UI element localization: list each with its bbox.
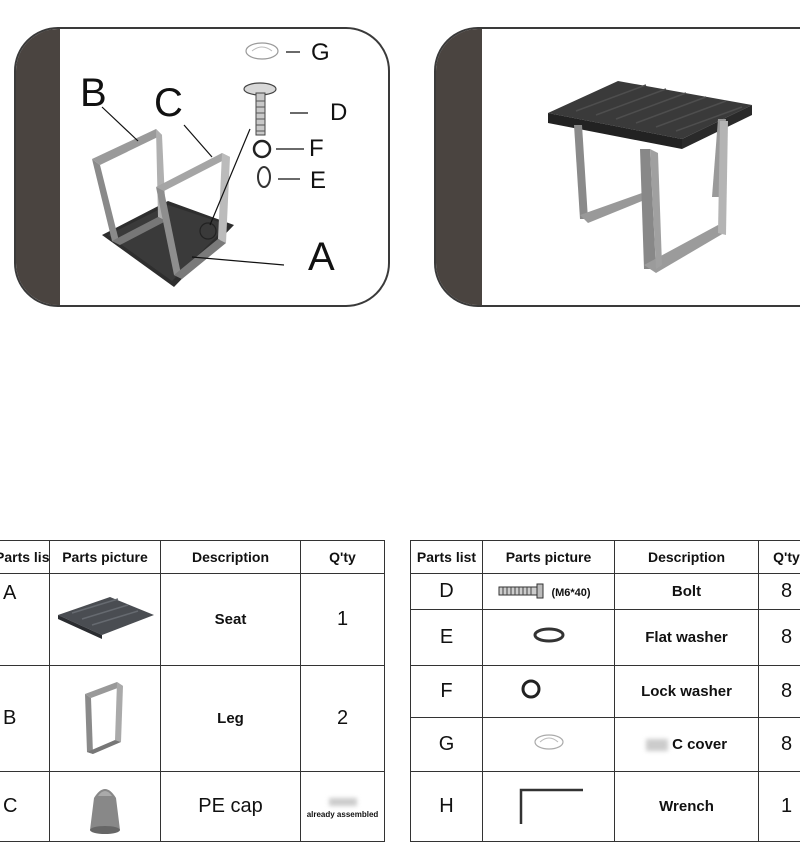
- part-description: Lock washer: [615, 666, 759, 718]
- part-description: Leg: [161, 666, 301, 772]
- seat-thumbnail: [50, 585, 160, 649]
- header-description: Description: [615, 541, 759, 574]
- part-letter: B: [0, 666, 50, 772]
- part-qty: 8: [759, 718, 800, 772]
- cover-icon: [532, 732, 566, 752]
- part-description: Seat: [161, 574, 301, 666]
- header-qty: Q'ty: [759, 541, 800, 574]
- header-qty: Q'ty: [301, 541, 385, 574]
- assembled-view-panel: [434, 27, 800, 307]
- part-qty: 8: [759, 610, 800, 666]
- table-header-row: Parts list Parts picture Description Q't…: [0, 541, 800, 574]
- flat-washer-icon: [532, 626, 566, 644]
- part-letter: G: [411, 718, 483, 772]
- table-spacer: [385, 541, 411, 574]
- part-picture-bolt: (M6*40): [483, 574, 615, 610]
- lock-washer-part: [254, 141, 270, 157]
- leg-thumbnail: [75, 674, 135, 758]
- assembled-note: already assembled: [301, 811, 384, 820]
- cover-part: [246, 43, 278, 59]
- part-picture-flat-washer: [483, 610, 615, 666]
- exploded-diagram-panel: G D F E B C A: [14, 27, 390, 307]
- header-description: Description: [161, 541, 301, 574]
- header-parts-picture: Parts picture: [483, 541, 615, 574]
- part-letter: F: [411, 666, 483, 718]
- callout-g: G: [311, 41, 330, 65]
- part-description-text: C cover: [672, 736, 727, 753]
- leg-b-top: [92, 129, 162, 165]
- callout-f: F: [309, 137, 324, 161]
- callout-d: D: [330, 101, 347, 125]
- callout-b: B: [80, 73, 107, 113]
- part-qty: already assembled: [301, 772, 385, 842]
- table-spacer: [385, 574, 411, 842]
- redacted-mark: [646, 739, 668, 751]
- callout-a: A: [308, 237, 335, 277]
- flat-washer-part: [258, 167, 270, 187]
- part-letter: E: [411, 610, 483, 666]
- part-qty: 1: [759, 772, 800, 842]
- redacted-mark: [329, 798, 357, 806]
- part-picture-wrench: [483, 772, 615, 842]
- part-description: PE cap: [161, 772, 301, 842]
- part-picture-cover: [483, 718, 615, 772]
- part-qty: 8: [759, 666, 800, 718]
- leg-c-top: [156, 153, 230, 191]
- assembled-table-image: [436, 29, 800, 307]
- part-description: Bolt: [615, 574, 759, 610]
- part-letter: H: [411, 772, 483, 842]
- part-description-text: PE cap: [198, 795, 262, 817]
- part-qty: 8: [759, 574, 800, 610]
- table-row: A Seat 1 D (M6*40) Bolt 8: [0, 574, 800, 610]
- lock-washer-icon: [519, 677, 543, 701]
- callout-e: E: [310, 169, 326, 193]
- wrench-icon: [517, 784, 587, 824]
- bolt-icon: [497, 583, 547, 599]
- header-parts-list: Parts list: [411, 541, 483, 574]
- part-picture-pe-cap: [50, 772, 161, 842]
- part-picture-leg: [50, 666, 161, 772]
- part-picture-seat: [50, 574, 161, 666]
- part-description: C cover: [615, 718, 759, 772]
- pe-cap-thumbnail: [80, 774, 130, 834]
- header-parts-picture: Parts picture: [50, 541, 161, 574]
- callout-c: C: [154, 83, 183, 123]
- part-qty: 2: [301, 666, 385, 772]
- part-letter: A: [0, 574, 50, 666]
- part-picture-lock-washer: [483, 666, 615, 718]
- header-parts-list: Parts list: [0, 541, 50, 574]
- parts-table: Parts list Parts picture Description Q't…: [0, 540, 800, 842]
- part-letter: C: [0, 772, 50, 842]
- part-letter: D: [411, 574, 483, 610]
- part-description: Flat washer: [615, 610, 759, 666]
- part-description: Wrench: [615, 772, 759, 842]
- bolt-size-note: (M6*40): [551, 587, 590, 599]
- part-qty: 1: [301, 574, 385, 666]
